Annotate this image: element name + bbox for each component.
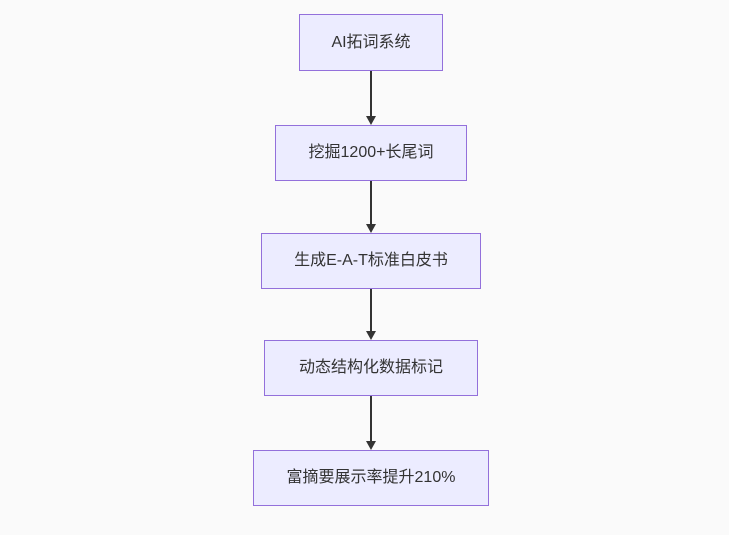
- flow-node-mine-longtail-keywords: 挖掘1200+长尾词: [275, 125, 467, 181]
- edge-line: [370, 289, 372, 331]
- node-label: 挖掘1200+长尾词: [308, 144, 434, 162]
- edge-line: [370, 71, 372, 116]
- node-label: 生成E-A-T标准白皮书: [294, 252, 448, 270]
- flow-node-generate-eat-whitepaper: 生成E-A-T标准白皮书: [261, 233, 481, 289]
- arrowhead-down-icon: [366, 441, 376, 450]
- arrowhead-down-icon: [366, 116, 376, 125]
- node-label: AI拓词系统: [331, 33, 411, 51]
- flow-node-rich-snippet-rate-increase: 富摘要展示率提升210%: [253, 450, 489, 506]
- node-label: 动态结构化数据标记: [298, 359, 443, 377]
- edge-n4-n5: [365, 396, 377, 450]
- edge-n2-n3: [365, 181, 377, 233]
- edge-line: [370, 396, 372, 441]
- edge-n3-n4: [365, 289, 377, 340]
- edge-line: [370, 181, 372, 224]
- arrowhead-down-icon: [366, 224, 376, 233]
- flow-node-dynamic-structured-data-markup: 动态结构化数据标记: [264, 340, 478, 396]
- flow-node-ai-word-expansion-system: AI拓词系统: [299, 14, 443, 71]
- arrowhead-down-icon: [366, 331, 376, 340]
- node-label: 富摘要展示率提升210%: [286, 469, 456, 487]
- edge-n1-n2: [365, 71, 377, 125]
